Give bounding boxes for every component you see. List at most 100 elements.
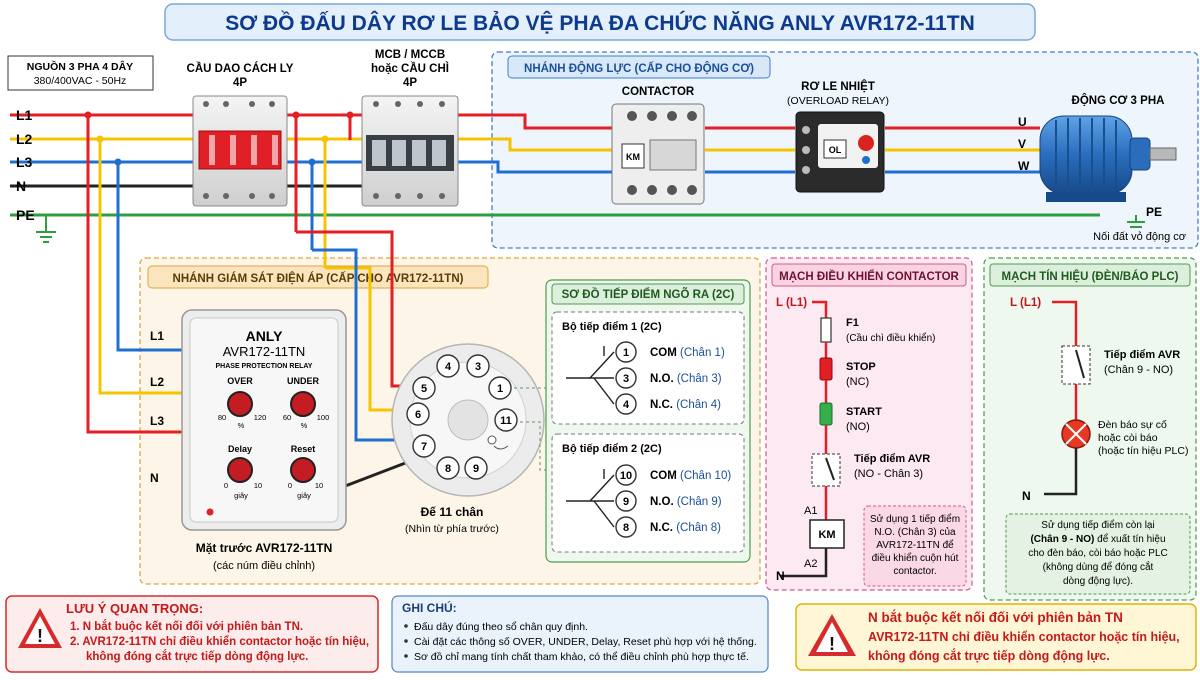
svg-text:L3: L3 (150, 414, 164, 428)
svg-text:không đóng cắt trực tiếp dòng: không đóng cắt trực tiếp dòng động lực. (86, 650, 308, 663)
source-ground-icon (36, 215, 56, 243)
under-knob[interactable] (290, 391, 316, 417)
contact-symbol (566, 346, 615, 405)
contact-set-1-box (551, 311, 745, 425)
source-label: NGUỒN 3 PHA 4 DÂY 380/400VAC - 50Hz (7, 55, 154, 91)
svg-text:(OVERLOAD RELAY): (OVERLOAD RELAY) (787, 95, 889, 107)
svg-text:9: 9 (473, 463, 479, 475)
svg-text:KM: KM (626, 152, 640, 162)
svg-text:OVER: OVER (227, 376, 253, 386)
svg-text:(NO): (NO) (846, 421, 870, 433)
svg-text:3: 3 (475, 361, 481, 373)
svg-text:F1: F1 (846, 317, 859, 329)
svg-text:8: 8 (623, 522, 629, 534)
svg-text:(Cầu chì điều khiển): (Cầu chì điều khiển) (846, 332, 936, 344)
contact-set-2-box (551, 433, 745, 553)
svg-text:60: 60 (283, 413, 291, 422)
contacts-title: SƠ ĐỒ TIẾP ĐIỂM NGÕ RA (2C) (551, 283, 745, 305)
svg-text:MẠCH TÍN HIỆU (ĐÈN/BÁO PLC): MẠCH TÍN HIỆU (ĐÈN/BÁO PLC) (1002, 270, 1179, 283)
svg-text:1. N bắt buộc kết nối đối với: 1. N bắt buộc kết nối đối với phiên bản … (70, 620, 303, 633)
svg-text:4: 4 (445, 361, 452, 373)
svg-text:L2: L2 (16, 131, 33, 147)
socket-caption: Đế 11 chân (Nhìn từ phía trước) (405, 505, 499, 535)
caution-icon: ! (808, 614, 856, 656)
delay-knob[interactable] (227, 457, 253, 483)
svg-text:cho đèn báo, còi báo hoặc PLC: cho đèn báo, còi báo hoặc PLC (1028, 548, 1168, 559)
svg-text:L2: L2 (150, 375, 164, 389)
svg-text:N: N (150, 471, 159, 485)
svg-text:Bộ tiếp điểm 1 (2C): Bộ tiếp điểm 1 (2C) (562, 321, 662, 333)
socket-pin-8: 8 (436, 456, 460, 480)
source-line2: 380/400VAC - 50Hz (34, 75, 127, 87)
signal-labels: Tiếp điểm AVR (Chân 9 - NO) Đèn báo sự c… (1022, 349, 1188, 503)
mcb-breaker: MCB / MCCB hoặc CẦU CHÌ 4P (361, 49, 459, 207)
svg-text:(Chân 9 - NO) để xuất tín hiệu: (Chân 9 - NO) để xuất tín hiệu (1030, 533, 1165, 545)
svg-text:Tiếp điểm AVR: Tiếp điểm AVR (1104, 349, 1180, 361)
over-knob[interactable] (227, 391, 253, 417)
socket-pin-5: 5 (412, 376, 436, 400)
svg-text:COM (Chân 1): COM (Chân 1) (650, 347, 725, 359)
motor: ĐỘNG CƠ 3 PHA U V W PE Nối đất vỏ động c… (1018, 94, 1186, 243)
control-circuit (780, 300, 845, 578)
svg-text:N bắt buộc kết nối đối với phi: N bắt buộc kết nối đối với phiên bản TN (868, 610, 1123, 625)
svg-text:ANLY: ANLY (246, 328, 283, 344)
reset-knob[interactable] (290, 457, 316, 483)
svg-text:Tiếp điểm AVR: Tiếp điểm AVR (854, 453, 930, 465)
drop-wires (86, 115, 352, 434)
svg-text:N: N (16, 178, 26, 194)
tn-note-box: ! N bắt buộc kết nối đối với phiên bản T… (795, 603, 1197, 671)
note-item: Sơ đồ chỉ mang tính chất tham khảo, có t… (414, 651, 749, 663)
svg-text:CONTACTOR: CONTACTOR (622, 86, 695, 98)
power-branch-title: NHÁNH ĐỘNG LỰC (CẤP CHO ĐỘNG CƠ) (507, 55, 771, 79)
svg-text:8: 8 (445, 463, 451, 475)
svg-text:PE: PE (1146, 205, 1162, 219)
svg-text:UNDER: UNDER (287, 376, 320, 386)
warning-icon: ! (18, 608, 62, 648)
svg-text:N: N (776, 569, 785, 583)
svg-text:A1: A1 (804, 505, 817, 517)
avr-relay-front: ANLY AVR172-11TN PHASE PROTECTION RELAY … (181, 309, 347, 531)
notes-box: GHI CHÚ: Đấu dây đúng theo sổ chân quy đ… (391, 595, 769, 673)
line-labels: L1 L2 L3 N PE (16, 107, 35, 223)
svg-text:MCB / MCCB: MCB / MCCB (375, 49, 445, 61)
svg-text:giây: giây (234, 491, 248, 500)
svg-text:LƯU Ý QUAN TRỌNG:: LƯU Ý QUAN TRỌNG: (66, 601, 203, 616)
svg-text:!: ! (37, 626, 43, 646)
svg-text:SƠ ĐỒ TIẾP ĐIỂM NGÕ RA (2C): SƠ ĐỒ TIẾP ĐIỂM NGÕ RA (2C) (562, 288, 735, 301)
control-title: MẠCH ĐIỀU KHIỂN CONTACTOR (771, 263, 967, 287)
svg-text:3: 3 (623, 373, 629, 385)
svg-text:START: START (846, 406, 882, 418)
junction-dots (84, 111, 354, 166)
svg-text:Mặt trước AVR172-11TN: Mặt trước AVR172-11TN (196, 541, 333, 555)
control-labels: F1 (Cầu chì điều khiển) STOP (NC) START … (776, 317, 936, 583)
svg-text:Bộ tiếp điểm 2 (2C): Bộ tiếp điểm 2 (2C) (562, 443, 662, 455)
svg-text:ĐỘNG CƠ 3 PHA: ĐỘNG CƠ 3 PHA (1072, 94, 1165, 107)
svg-text:%: % (238, 421, 245, 430)
svg-text:PE: PE (16, 207, 35, 223)
overload-relay: RƠ LE NHIỆT (OVERLOAD RELAY) OL (787, 80, 889, 193)
svg-text:AVR172-11TN: AVR172-11TN (223, 344, 306, 359)
svg-text:U: U (1018, 115, 1027, 129)
svg-text:120: 120 (254, 413, 267, 422)
svg-text:4: 4 (623, 399, 630, 411)
svg-text:4P: 4P (403, 77, 417, 89)
svg-text:Đế 11 chân: Đế 11 chân (421, 505, 484, 519)
svg-text:0: 0 (224, 481, 228, 490)
svg-text:PHASE PROTECTION RELAY: PHASE PROTECTION RELAY (216, 363, 313, 370)
svg-text:!: ! (829, 634, 835, 654)
svg-text:5: 5 (421, 383, 427, 395)
svg-text:%: % (301, 421, 308, 430)
svg-text:giây: giây (297, 491, 311, 500)
socket-pin-4: 4 (436, 354, 460, 378)
svg-text:4P: 4P (233, 77, 247, 89)
svg-text:(Chân 9 - NO): (Chân 9 - NO) (1104, 364, 1173, 376)
front-caption: Mặt trước AVR172-11TN (các núm điều chỉn… (196, 541, 333, 572)
svg-text:N.O. (Chân 3): N.O. (Chân 3) (650, 373, 722, 385)
